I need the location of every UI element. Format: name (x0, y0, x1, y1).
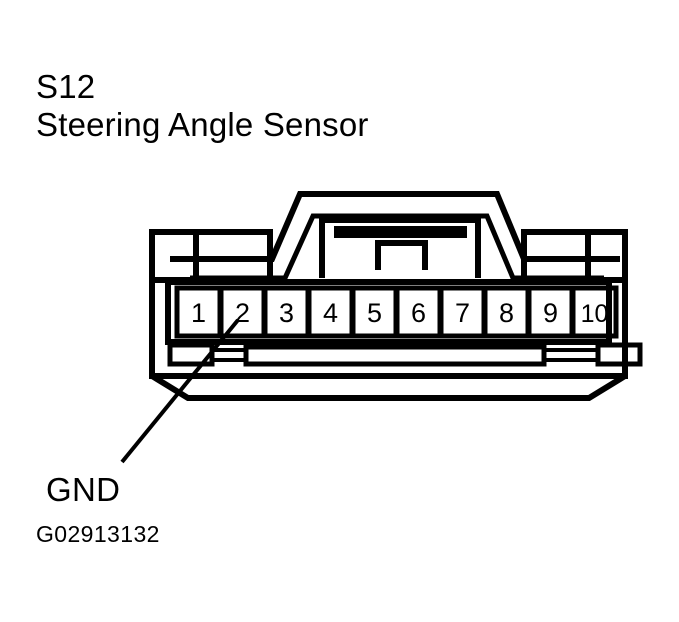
locking-tab-inner-bevel (190, 213, 604, 281)
pin-cavity-1-number: 1 (191, 298, 206, 328)
pin-cavity-2[interactable]: 2 (218, 285, 267, 339)
pin-cavity-10[interactable]: 10 (570, 285, 619, 339)
pin-cavity-5[interactable]: 5 (350, 285, 399, 339)
latch-bar (334, 226, 467, 238)
pin-cavity-1[interactable]: 1 (174, 285, 223, 339)
latch-center-tab (375, 240, 428, 270)
figure-id-label: G02913132 (36, 521, 160, 547)
pin-cavity-10-number: 10 (581, 300, 609, 328)
pin-cavity-9-number: 9 (543, 298, 558, 328)
pin-cavity-9[interactable]: 9 (526, 285, 575, 339)
pin-cavity-6[interactable]: 6 (394, 285, 443, 339)
connector-lower-skirt (150, 373, 627, 401)
latch-frame (319, 217, 481, 278)
pin-cavity-8-number: 8 (499, 298, 514, 328)
bottom-center-rail (243, 344, 547, 367)
connector-name-label: Steering Angle Sensor (36, 106, 369, 144)
pin-cavity-3-number: 3 (279, 298, 294, 328)
connector-housing (149, 191, 643, 401)
connector-body-outline (149, 232, 628, 379)
gnd-callout-leader-line (120, 318, 240, 464)
pin-cavity-4-number: 4 (323, 298, 338, 328)
pin-cavity-7[interactable]: 7 (438, 285, 487, 339)
pin-cavity-2-number: 2 (235, 298, 250, 328)
pin-cavity-5-number: 5 (367, 298, 382, 328)
pin-cavity-4[interactable]: 4 (306, 285, 355, 339)
pin-row-frame (165, 279, 612, 345)
gnd-callout-label: GND (46, 471, 121, 508)
pin-cavity-6-number: 6 (411, 298, 426, 328)
locking-tab-outer-hood (170, 191, 620, 262)
pin-cavity-row: 1 2 3 4 5 6 (174, 285, 619, 339)
pin-cavity-7-number: 7 (455, 298, 470, 328)
pin-cavity-8[interactable]: 8 (482, 285, 531, 339)
connector-code-label: S12 (36, 68, 96, 105)
pin-cavity-3[interactable]: 3 (262, 285, 311, 339)
pin-cavity-10-box (570, 285, 619, 339)
bottom-right-block (595, 342, 643, 367)
connector-title-block: S12 Steering Angle Sensor (36, 68, 369, 145)
